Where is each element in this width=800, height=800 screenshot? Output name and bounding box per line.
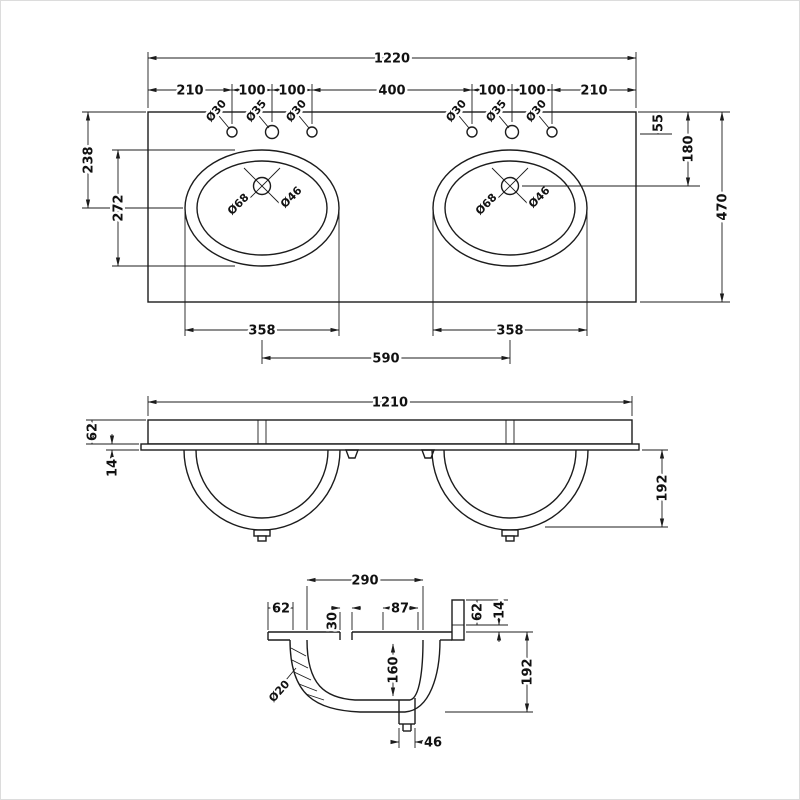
plan-358-left-dim: 358	[248, 324, 275, 339]
dim-sec-160: 160	[384, 643, 404, 697]
dim-plan-470: 470	[640, 111, 733, 303]
sec-62-left-dim: 62	[272, 602, 290, 617]
bowl-right-inner	[443, 449, 577, 519]
dim-plan-180: 180	[522, 111, 700, 187]
basin-left-outer	[184, 149, 340, 267]
sec-192-dim: 192	[521, 658, 536, 685]
section-bowl-outer	[289, 639, 441, 713]
sec-30-dim: 30	[326, 612, 341, 630]
counter-slab	[147, 419, 633, 445]
plan-55-dim: 55	[652, 114, 667, 132]
plan-seg-7-dim: 210	[580, 84, 607, 99]
dim-sec-192: 192	[445, 631, 538, 713]
fixing-lugs	[344, 449, 436, 459]
dim-sec-62-left: 62	[267, 599, 294, 630]
plan-seg-5-dim: 100	[478, 84, 505, 99]
plan-overall-width-dim: 1220	[374, 52, 410, 67]
dim-sec-14-right: 14	[490, 598, 510, 642]
front-view: 1210 62 14 192	[83, 393, 673, 542]
tap-hole-2	[264, 124, 280, 140]
dim-plan-358-right: 358	[432, 212, 588, 341]
dim-front-14: 14	[103, 434, 139, 480]
countertop-outline	[147, 111, 637, 303]
dim-sec-62-right: 62	[466, 599, 508, 626]
tap-hole-4	[466, 126, 478, 138]
dim-plan-358-left: 358	[184, 212, 340, 341]
plan-view: Ø68 Ø46 Ø68 Ø46 Ø30 Ø35 Ø30	[79, 49, 733, 369]
dim-front-62: 62	[83, 419, 146, 445]
sec-overflow-dia-label: Ø20	[266, 677, 292, 704]
plan-590-dim: 590	[372, 352, 399, 367]
tap-hole-3	[306, 126, 318, 138]
dim-plan-55: 55	[638, 111, 730, 135]
front-192-dim: 192	[656, 474, 671, 501]
counter-lip	[140, 443, 640, 451]
sec-46-dim: 46	[424, 736, 442, 751]
sec-160-dim: 160	[387, 656, 402, 683]
plan-seg-2-dim: 100	[238, 84, 265, 99]
bowl-left-inner	[195, 449, 329, 519]
dim-sec-87: 87	[382, 599, 419, 630]
basin-left-inner	[196, 160, 328, 256]
sec-290-dim: 290	[351, 574, 378, 589]
plan-seg-6-dim: 100	[518, 84, 545, 99]
dim-plan-238: 238	[79, 111, 183, 209]
section-drain	[398, 698, 416, 732]
plan-seg-1-dim: 210	[176, 84, 203, 99]
section-view: 290 62 30 87 62	[264, 571, 538, 753]
section-hatching	[290, 647, 325, 701]
sec-62-right-dim: 62	[471, 603, 486, 621]
plan-470-dim: 470	[716, 193, 731, 220]
dim-sec-290: 290	[306, 571, 424, 630]
tap-hole-5	[504, 124, 520, 140]
plan-180-dim: 180	[682, 135, 697, 162]
basin-right-inner	[444, 160, 576, 256]
dim-plan-590: 590	[261, 340, 511, 369]
section-upstand	[451, 599, 465, 641]
plan-seg-3-dim: 100	[278, 84, 305, 99]
dim-plan-overall-width: 1220	[147, 49, 637, 108]
dim-front-1210: 1210	[147, 393, 633, 416]
plan-272-dim: 272	[112, 194, 127, 221]
front-14-dim: 14	[106, 459, 121, 477]
sec-14-right-dim: 14	[493, 601, 508, 619]
tap-hole-6	[546, 126, 558, 138]
section-bowl-inner	[306, 639, 424, 701]
sec-87-dim: 87	[391, 602, 409, 617]
tap-hole-1	[226, 126, 238, 138]
dim-front-192: 192	[545, 449, 673, 528]
front-1210-dim: 1210	[372, 396, 408, 411]
bowl-drains-front	[253, 529, 519, 542]
plan-238-dim: 238	[82, 146, 97, 173]
plan-seg-4-dim: 400	[378, 84, 405, 99]
dim-sec-overflow: Ø20	[264, 667, 297, 707]
dim-sec-30: 30	[323, 605, 361, 633]
dim-plan-segments: 210 100 100 400 100 100 210	[147, 81, 637, 124]
front-62-dim: 62	[86, 423, 101, 441]
basin-right-outer	[432, 149, 588, 267]
plan-358-right-dim: 358	[496, 324, 523, 339]
dim-sec-46: 46	[390, 728, 445, 753]
dim-plan-272: 272	[109, 149, 235, 267]
